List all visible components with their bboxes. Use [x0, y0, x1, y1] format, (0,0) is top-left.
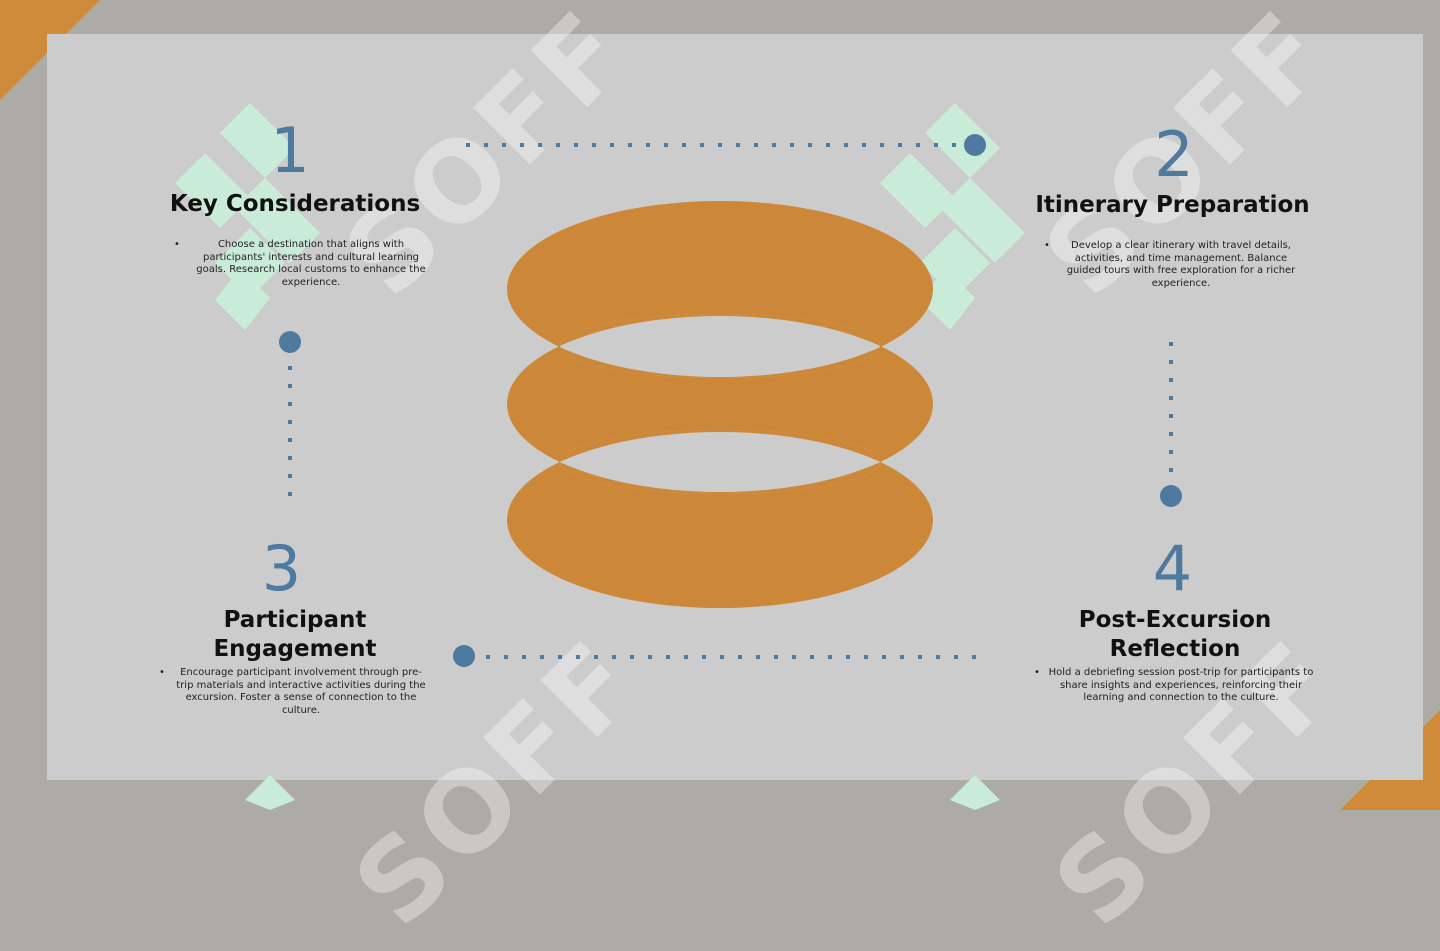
- step-description-text: Hold a debriefing session post-trip for …: [1048, 667, 1314, 703]
- step-title: Participant Engagement: [213, 607, 377, 662]
- connector-dot: [453, 645, 475, 667]
- connector-left: [279, 331, 301, 498]
- step-3: 3 Participant Engagement • Encourage par…: [155, 538, 435, 717]
- step-4: 4 Post-Excursion Reflection • Hold a deb…: [1030, 538, 1320, 705]
- ring-middle: [507, 314, 933, 494]
- step-number: 4: [1152, 532, 1193, 605]
- step-number: 1: [270, 114, 310, 187]
- step-1: 1 Key Considerations • Choose a destinat…: [170, 120, 440, 289]
- step-description-text: Choose a destination that aligns with pa…: [196, 239, 426, 288]
- ring-bottom: [507, 430, 933, 608]
- connector-dot: [964, 134, 986, 156]
- step-title: Itinerary Preparation: [1035, 192, 1310, 218]
- step-description: • Encourage participant involvement thro…: [155, 667, 435, 717]
- connector-right: [1160, 342, 1182, 507]
- step-description-text: Develop a clear itinerary with travel de…: [1066, 240, 1296, 289]
- connector-bottom: [453, 645, 976, 667]
- bullet-glyph: •: [1044, 240, 1050, 251]
- step-number: 2: [1154, 118, 1194, 191]
- step-number: 3: [261, 532, 302, 605]
- bullet-glyph: •: [1034, 667, 1040, 678]
- step-description: • Hold a debriefing session post-trip fo…: [1030, 667, 1320, 705]
- stacked-rings-graphic: [507, 201, 933, 608]
- step-title: Key Considerations: [169, 191, 421, 217]
- step-description-text: Encourage participant involvement throug…: [176, 667, 426, 716]
- connector-dot: [279, 331, 301, 353]
- process-diagram: [279, 134, 1182, 667]
- bullet-glyph: •: [174, 239, 180, 250]
- step-2: 2 Itinerary Preparation • Develop a clea…: [1035, 118, 1310, 290]
- connector-top: [466, 134, 986, 156]
- ring-top: [507, 201, 933, 378]
- bullet-glyph: •: [159, 667, 165, 678]
- step-description: • Develop a clear itinerary with travel …: [1040, 240, 1310, 290]
- step-title: Post-Excursion Reflection: [1078, 607, 1272, 662]
- step-description: • Choose a destination that aligns with …: [170, 239, 440, 289]
- connector-dot: [1160, 485, 1182, 507]
